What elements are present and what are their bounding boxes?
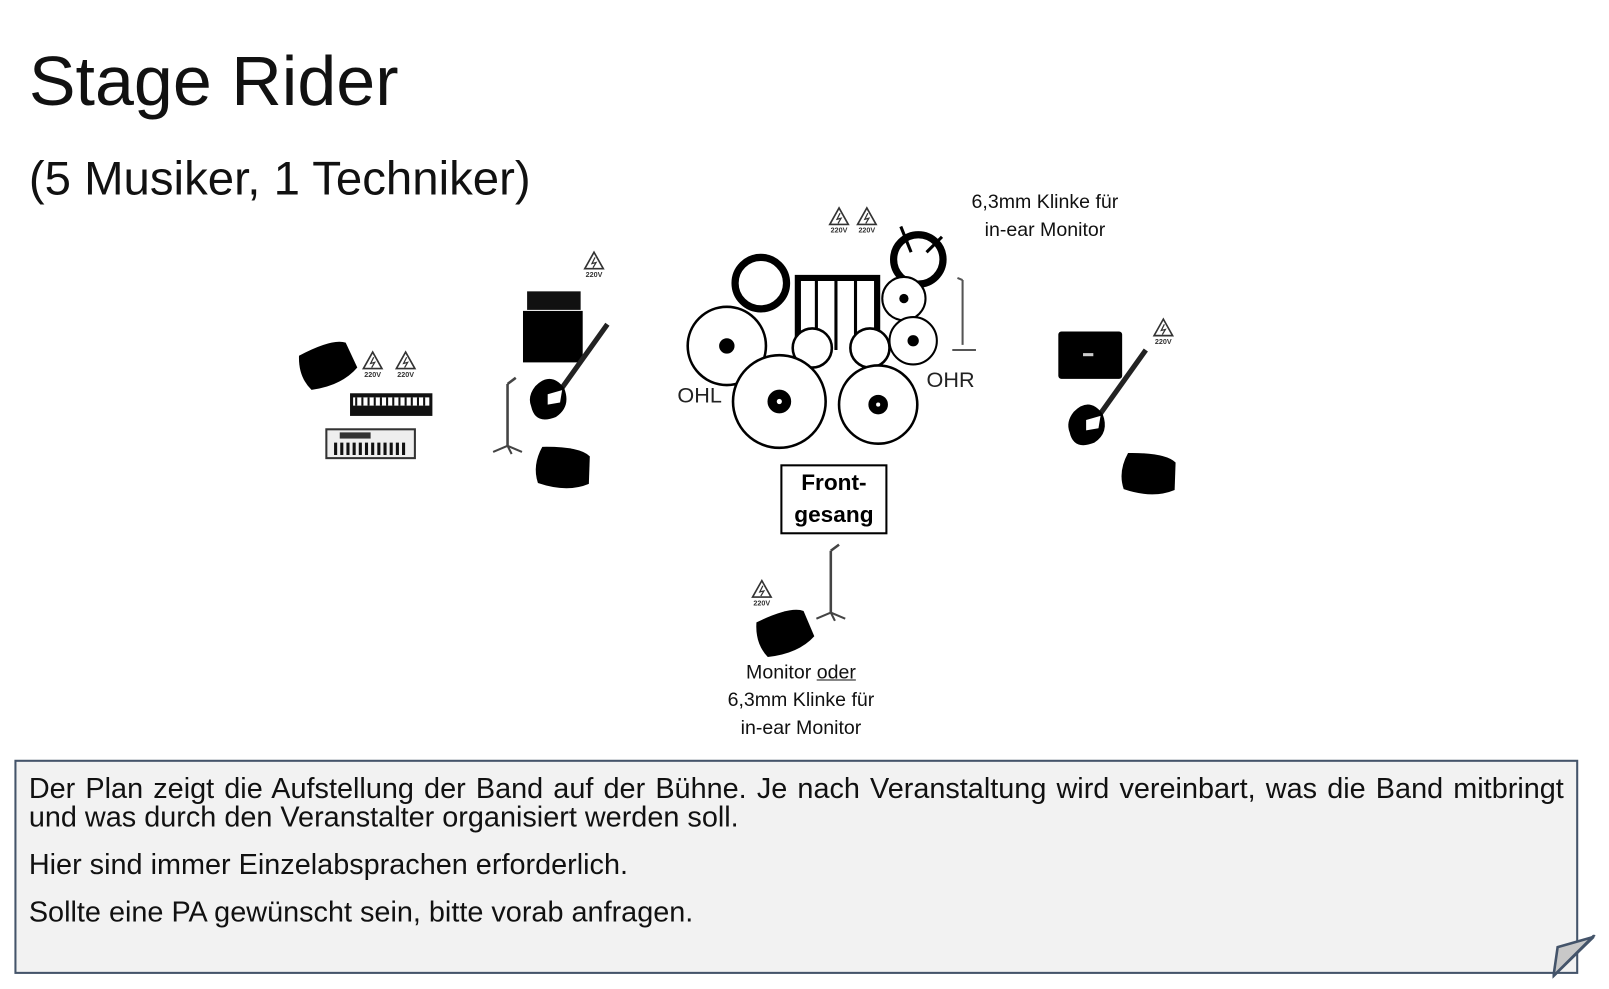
guitar-monitor-icon xyxy=(1117,446,1183,503)
note-underlined: oder xyxy=(816,661,856,684)
power-label: 220V xyxy=(586,270,603,279)
drum-kit-icon xyxy=(686,225,947,450)
front-vocal-line: gesang xyxy=(794,501,874,528)
drum-in-ear-note: 6,3mm Klinke für in-ear Monitor xyxy=(947,188,1143,244)
power-label: 220V xyxy=(858,226,875,235)
power-label: 220V xyxy=(397,370,414,379)
front-monitor-note: Monitor oder 6,3mm Klinke für in-ear Mon… xyxy=(698,659,904,742)
power-label: 220V xyxy=(753,598,770,607)
overhead-left-label: OHL xyxy=(677,384,722,408)
power-outlet-icon: 220V xyxy=(1153,318,1174,346)
power-label: 220V xyxy=(364,370,381,379)
front-vocal-box: Front- gesang xyxy=(780,464,888,535)
info-note-box: Der Plan zeigt die Aufstellung der Band … xyxy=(14,759,1579,974)
power-outlet-icon: 220V xyxy=(856,207,877,235)
info-paragraph: Hier sind immer Einzelabsprachen erforde… xyxy=(28,848,629,881)
info-paragraph: Sollte eine PA gewünscht sein, bitte vor… xyxy=(28,895,694,928)
synth-keyboard-icon xyxy=(325,428,416,460)
vocal-mic-stand-icon xyxy=(815,543,847,623)
mic-stand-icon xyxy=(491,376,524,456)
note-text: Monitor xyxy=(746,661,817,684)
note-line: in-ear Monitor xyxy=(740,717,862,740)
page-title: Stage Rider xyxy=(28,42,399,121)
power-outlet-icon: 220V xyxy=(362,351,383,379)
power-outlet-icon: 220V xyxy=(828,207,850,235)
power-label: 220V xyxy=(1155,337,1172,346)
drum-mic-stand-icon xyxy=(952,277,976,352)
keyboard-monitor-icon xyxy=(296,338,360,392)
power-outlet-icon: 220V xyxy=(395,351,416,379)
front-vocal-line: Front- xyxy=(801,469,867,496)
bass-amp-icon xyxy=(522,291,583,363)
power-label: 220V xyxy=(831,226,848,235)
keyboard-icon xyxy=(350,393,433,416)
info-paragraph: Der Plan zeigt die Aufstellung der Band … xyxy=(28,772,1564,833)
bass-monitor-icon xyxy=(531,440,597,497)
power-outlet-icon: 220V xyxy=(583,251,605,279)
note-line: 6,3mm Klinke für xyxy=(971,191,1119,214)
guitar-amp-icon xyxy=(1058,331,1123,379)
page-curl-icon xyxy=(1552,934,1596,979)
page-subtitle: (5 Musiker, 1 Techniker) xyxy=(28,151,531,205)
note-line: 6,3mm Klinke für xyxy=(727,689,875,712)
vocal-monitor-icon xyxy=(753,606,817,659)
power-outlet-icon: 220V xyxy=(751,579,772,607)
note-line: in-ear Monitor xyxy=(984,219,1106,241)
overhead-right-label: OHR xyxy=(926,368,975,393)
